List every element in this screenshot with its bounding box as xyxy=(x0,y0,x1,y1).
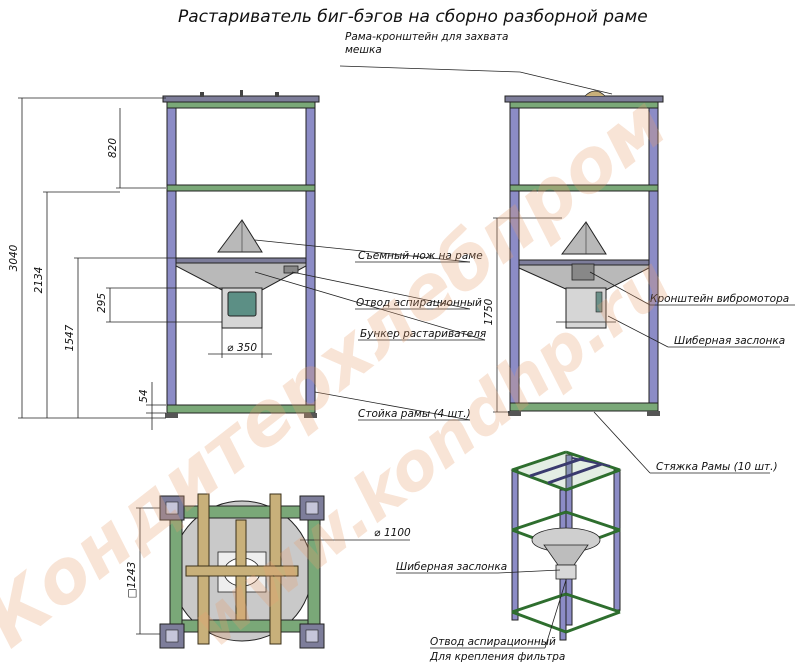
label-frame-bracket-2: мешка xyxy=(345,44,382,56)
iso-leaders: Шиберная заслонка Отвод аспирационный Дл… xyxy=(396,561,567,663)
drawing-title: Растариватель биг-бэгов на сборно разбор… xyxy=(178,7,648,27)
watermark: Кондитерхлебпром www.kondhp.ru xyxy=(0,80,685,665)
side-bottom-beam xyxy=(509,402,659,412)
side-leaders: Рама-кронштейн для захвата мешка Кронште… xyxy=(339,31,795,474)
label-frame-bracket-1: Рама-кронштейн для захвата xyxy=(345,31,508,43)
front-knife xyxy=(217,219,263,253)
label-gate-side: Шиберная заслонка xyxy=(674,335,785,347)
plan-view xyxy=(159,493,325,649)
iso-post xyxy=(613,469,621,611)
iso-view xyxy=(510,450,622,641)
front-bottom-beam xyxy=(166,404,316,414)
dim-1750: 1750 xyxy=(483,298,495,325)
plan-slat xyxy=(185,565,299,577)
aspiration-pipe xyxy=(283,265,299,274)
label-asp-iso-2: Для крепления фильтра xyxy=(429,651,565,663)
side-view xyxy=(504,90,664,416)
dim-1100: 1100 xyxy=(384,527,411,539)
dim-54: 54 xyxy=(138,389,150,402)
front-hopper-flange xyxy=(175,257,307,264)
label-post: Стойка рамы (4 шт.) xyxy=(358,408,471,420)
label-knife: Съемный нож на раме xyxy=(358,250,483,262)
dim-1243: □1243 xyxy=(126,562,138,599)
label-hopper: Бункер растаривателя xyxy=(360,328,486,340)
plan-dimensions: □1243 ⌀ 1100 xyxy=(126,507,411,635)
front-motor xyxy=(227,291,257,317)
side-top-beam xyxy=(509,101,659,109)
side-knife xyxy=(561,221,607,255)
label-asp-iso-1: Отвод аспирационный xyxy=(430,636,556,648)
dim-1100-symbol: ⌀ xyxy=(374,527,381,539)
front-hopper xyxy=(175,259,307,291)
side-dimensions: 1750 xyxy=(483,217,562,413)
dim-820: 820 xyxy=(107,138,119,158)
dim-350: 350 xyxy=(237,342,257,354)
dim-2134: 2134 xyxy=(33,267,45,294)
label-tie: Стяжка Рамы (10 шт.) xyxy=(656,461,778,473)
bolt xyxy=(275,92,279,97)
label-aspiration: Отвод аспирационный xyxy=(356,297,482,309)
front-dimensions: 3040 820 2134 1547 295 54 ⌀ 350 xyxy=(8,97,272,430)
iso-post xyxy=(511,469,519,621)
side-mid-beam xyxy=(509,184,659,192)
bolt xyxy=(200,92,204,97)
front-mid-beam xyxy=(166,184,316,192)
label-vibro: Кронштейн вибромотора xyxy=(650,293,789,305)
dim-1547: 1547 xyxy=(64,324,76,351)
bolt xyxy=(240,90,243,97)
iso-top xyxy=(510,451,622,491)
front-leaders: Съемный нож на раме Отвод аспирационный … xyxy=(254,239,486,421)
front-top-beam xyxy=(166,101,316,109)
dim-295: 295 xyxy=(96,293,108,313)
label-gate-iso: Шиберная заслонка xyxy=(396,561,507,573)
dim-3040: 3040 xyxy=(8,244,20,271)
vibro-bracket xyxy=(571,263,595,281)
dim-350-symbol: ⌀ xyxy=(227,342,234,354)
